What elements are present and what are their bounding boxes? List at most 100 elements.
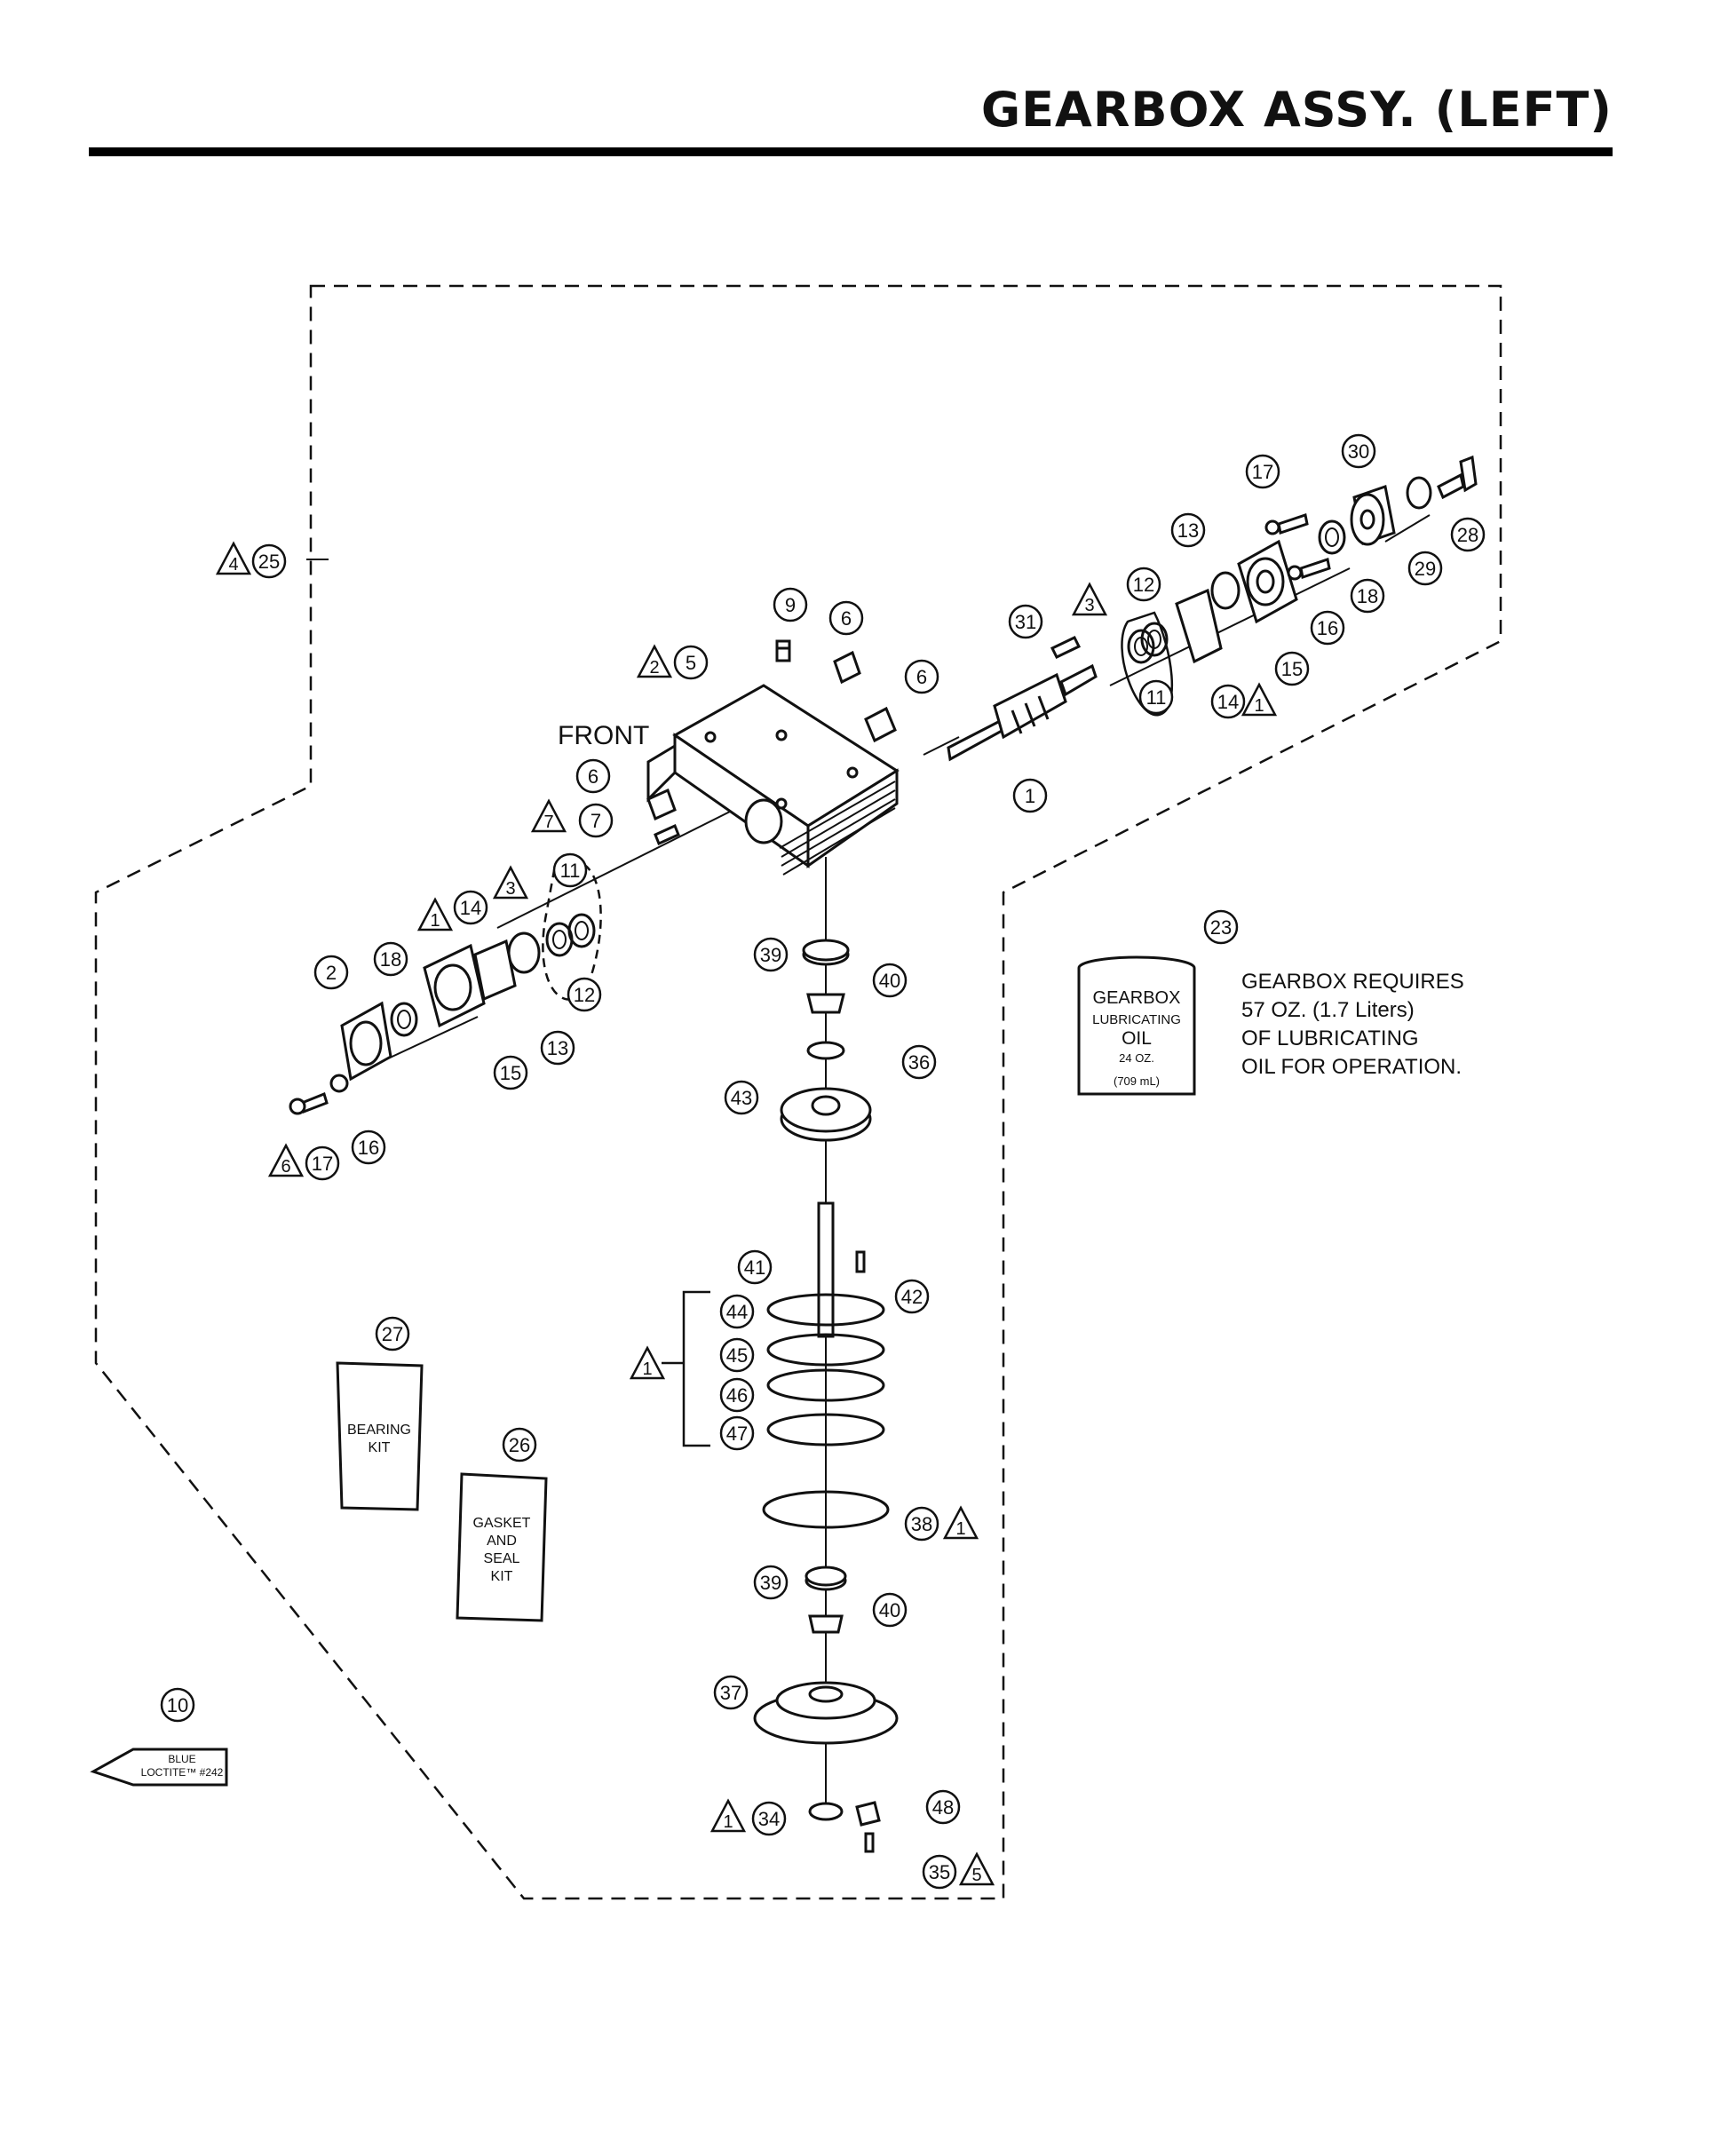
- part-callout-9: 9: [773, 587, 808, 622]
- svg-text:13: 13: [1177, 519, 1199, 542]
- part-callout-14: 14: [1210, 684, 1246, 719]
- svg-text:41: 41: [744, 1256, 765, 1279]
- part-callout-15: 15: [493, 1055, 528, 1090]
- svg-text:47: 47: [726, 1423, 748, 1445]
- gasket-kit-line2: AND: [487, 1534, 517, 1549]
- part-callout-40: 40: [872, 963, 908, 998]
- part-callout-43: 43: [724, 1080, 759, 1115]
- svg-text:16: 16: [358, 1137, 379, 1159]
- gasket-kit-bag: [456, 1472, 548, 1622]
- part-callout-10: 10: [160, 1687, 195, 1723]
- plug-6-side: [864, 706, 897, 743]
- oil-can-line5: (709 mL): [1114, 1074, 1160, 1088]
- bolt-17-right: [1264, 513, 1309, 535]
- bolt-17-left: [289, 1091, 329, 1115]
- svg-text:28: 28: [1457, 524, 1478, 546]
- part-callout-34: 34: [751, 1801, 787, 1836]
- svg-text:40: 40: [879, 970, 900, 992]
- svg-text:2: 2: [649, 658, 659, 678]
- part-callout-13: 13: [540, 1030, 575, 1066]
- bolt-16-right: [1287, 558, 1331, 581]
- svg-text:6: 6: [841, 607, 852, 630]
- svg-text:6: 6: [916, 666, 927, 688]
- part-callout-7: 7: [578, 803, 614, 838]
- gasket-kit-line1: GASKET: [473, 1516, 531, 1531]
- svg-text:10: 10: [167, 1694, 188, 1716]
- part-callout-29: 29: [1407, 551, 1443, 586]
- svg-text:48: 48: [932, 1796, 954, 1819]
- svg-text:1: 1: [723, 1812, 733, 1832]
- gasket-14-right: [1175, 588, 1223, 664]
- svg-text:14: 14: [460, 897, 481, 919]
- part-callout-46: 46: [719, 1377, 755, 1413]
- part-callout-12: 12: [567, 977, 602, 1012]
- part-callout-18: 18: [1350, 578, 1385, 614]
- svg-text:26: 26: [509, 1434, 530, 1456]
- washer-29: [1406, 476, 1432, 510]
- part-callout-48: 48: [925, 1789, 961, 1825]
- pin-7: [654, 823, 680, 846]
- svg-text:31: 31: [1015, 611, 1036, 633]
- part-callout-14: 14: [453, 890, 488, 925]
- svg-text:14: 14: [1217, 691, 1239, 713]
- svg-text:7: 7: [543, 812, 553, 832]
- svg-text:3: 3: [505, 879, 515, 899]
- bearing-cap-15-right: [1237, 539, 1298, 624]
- svg-text:2: 2: [326, 962, 337, 984]
- part-callout-44: 44: [719, 1294, 755, 1329]
- part-callout-30: 30: [1341, 433, 1376, 469]
- svg-text:5: 5: [971, 1866, 981, 1885]
- svg-text:39: 39: [760, 944, 781, 966]
- gasket-14-left: [473, 939, 517, 1002]
- worm-shaft: [947, 663, 1098, 762]
- gasket-kit-line3: SEAL: [484, 1551, 520, 1566]
- part-callout-17: 17: [1245, 454, 1280, 489]
- note-flag-1: 1: [416, 897, 454, 931]
- note-flag-3: 3: [1071, 582, 1108, 616]
- svg-text:46: 46: [726, 1384, 748, 1407]
- part-callout-23: 23: [1203, 909, 1239, 945]
- oil-can-line4: 24 OZ.: [1119, 1051, 1154, 1065]
- part-callout-1: 1: [1012, 778, 1048, 813]
- svg-text:40: 40: [879, 1599, 900, 1621]
- part-callout-47: 47: [719, 1415, 755, 1451]
- part-callout-5: 5: [673, 645, 709, 680]
- svg-text:44: 44: [726, 1301, 748, 1323]
- part-callout-6: 6: [904, 659, 939, 694]
- bearing-cap-2: [340, 1001, 392, 1082]
- plug-6-top: [833, 650, 861, 685]
- bracket-1-group: [682, 1290, 710, 1447]
- part-callouts: 1256667910111112121313141415151616171718…: [160, 433, 1486, 1890]
- part-callout-2: 2: [313, 955, 349, 990]
- svg-text:30: 30: [1348, 440, 1369, 463]
- part-callout-6: 6: [828, 600, 864, 636]
- part-callout-11: 11: [1138, 679, 1174, 715]
- part-callout-28: 28: [1450, 517, 1486, 552]
- svg-text:18: 18: [1357, 585, 1378, 607]
- part-callout-45: 45: [719, 1337, 755, 1373]
- svg-text:7: 7: [591, 810, 601, 832]
- svg-text:17: 17: [1252, 461, 1273, 483]
- svg-text:3: 3: [1084, 596, 1094, 615]
- title-rule: [89, 147, 1613, 156]
- bearing-kit-bag: [336, 1361, 424, 1511]
- part-callout-12: 12: [1126, 567, 1161, 602]
- part-callout-17: 17: [305, 1145, 340, 1181]
- svg-text:18: 18: [380, 948, 401, 971]
- note-flag-4: 4: [215, 541, 252, 575]
- part-callout-35: 35: [922, 1854, 957, 1890]
- oil-can-line1: GEARBOX: [1093, 988, 1181, 1008]
- part-callout-39: 39: [753, 937, 789, 972]
- svg-text:15: 15: [1281, 658, 1303, 680]
- oil-can-line2: LUBRICATING: [1092, 1012, 1181, 1027]
- svg-text:9: 9: [785, 594, 796, 616]
- lockwasher-16-left: [329, 1074, 349, 1093]
- part-callout-37: 37: [713, 1675, 749, 1710]
- svg-text:11: 11: [1146, 686, 1167, 709]
- bearing-cap-30: [1350, 485, 1396, 546]
- svg-text:13: 13: [547, 1037, 568, 1059]
- note-line: GEARBOX REQUIRES: [1241, 970, 1464, 994]
- part-callout-36: 36: [901, 1044, 937, 1080]
- key-31: [1050, 636, 1082, 659]
